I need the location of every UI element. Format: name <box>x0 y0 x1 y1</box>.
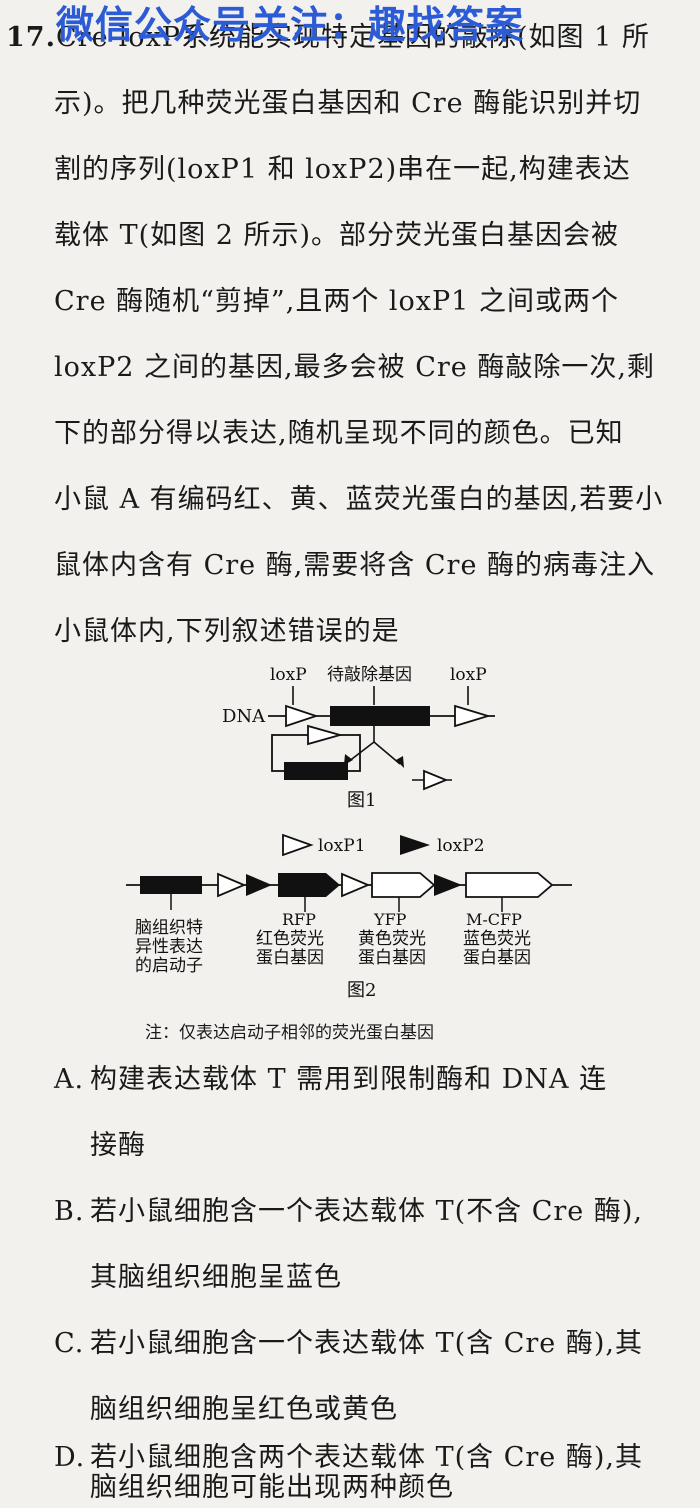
fig2-promoter <box>140 876 202 894</box>
question-number: 17. <box>6 22 56 53</box>
option-text-continued: 接酶 <box>90 1130 146 1161</box>
fig1-loxp-right-label: loxP <box>450 665 487 685</box>
fig2-yfp-name: YFP <box>373 910 407 929</box>
fig2-mcfp-name: M-CFP <box>466 910 522 929</box>
option-text: 若小鼠细胞含两个表达载体 T(含 Cre 酶),其 <box>90 1442 643 1473</box>
option-text: 若小鼠细胞含一个表达载体 T(不含 Cre 酶), <box>90 1196 643 1227</box>
question-text-line: Cre-loxP系统能实现特定基因的敲除(如图 1 所 <box>56 22 650 53</box>
legend-loxp1-label: loxP1 <box>318 836 366 856</box>
option-text: 构建表达载体 T 需用到限制酶和 DNA 连 <box>90 1064 608 1095</box>
question-line-7: 下的部分得以表达,随机呈现不同的颜色。已知 <box>0 414 700 454</box>
fig1-dna-label: DNA <box>222 706 266 727</box>
fig2-loxp2-first <box>246 874 272 896</box>
question-text-line: 载体 T(如图 2 所示)。部分荧光蛋白基因会被 <box>54 220 620 251</box>
fig2-promoter-label-2: 异性表达 <box>135 937 203 957</box>
fig2-caption: 图2 <box>347 980 376 1001</box>
watermark-text: 微信公众号关注：趣找答案 <box>56 3 525 47</box>
option-text-continued: 脑组织细胞可能出现两种颜色 <box>90 1472 454 1503</box>
legend-loxp2-icon <box>400 835 430 855</box>
question-line-2: 示)。把几种荧光蛋白基因和 Cre 酶能识别并切 <box>0 84 700 124</box>
fig1-loxp-right-shape <box>454 704 492 728</box>
question-line-4: 载体 T(如图 2 所示)。部分荧光蛋白基因会被 <box>0 216 700 256</box>
option-text-continued: 脑组织细胞呈红色或黄色 <box>90 1394 398 1425</box>
question-line-6: loxP2 之间的基因,最多会被 Cre 酶敲除一次,剩 <box>0 348 700 388</box>
fig2-rfp-name: RFP <box>282 910 316 929</box>
figure-1: loxP 待敲除基因 loxP DNA 图1 <box>222 665 495 811</box>
fig2-loxp1-second <box>341 872 371 898</box>
legend-loxp2-label: loxP2 <box>437 836 485 856</box>
legend-loxp1-icon <box>282 833 314 857</box>
fig1-remaining-loxp <box>423 769 449 791</box>
question-text-line: loxP2 之间的基因,最多会被 Cre 酶敲除一次,剩 <box>54 352 655 383</box>
fig2-yfp-desc-2: 蛋白基因 <box>358 948 426 968</box>
fig2-promoter-label-1: 脑组织特 <box>135 918 203 938</box>
figure-note: 注：仅表达启动子相邻的荧光蛋白基因 <box>145 1023 434 1043</box>
fig2-yfp-desc-1: 黄色荧光 <box>358 929 426 949</box>
question-line-8: 小鼠 A 有编码红、黄、蓝荧光蛋白的基因,若要小 <box>0 480 700 520</box>
question-text-line: 小鼠体内,下列叙述错误的是 <box>54 616 400 647</box>
fig2-rfp-gene <box>278 873 340 897</box>
option-letter: D. <box>54 1442 86 1473</box>
option-letter: C. <box>54 1328 85 1359</box>
option-text-continued: 其脑组织细胞呈蓝色 <box>90 1262 342 1293</box>
fig1-arrow-right-head <box>396 756 404 768</box>
question-line-10: 小鼠体内,下列叙述错误的是 <box>0 612 700 652</box>
fig2-loxp1-first <box>217 872 247 898</box>
question-text-line: Cre 酶随机“剪掉”,且两个 loxP1 之间或两个 <box>54 286 619 317</box>
fig2-rfp-desc-1: 红色荧光 <box>256 929 324 949</box>
figure-2: loxP1 loxP2 脑组织特 异性表达 的启动子 RFP 红色荧光 蛋白基因… <box>126 833 572 1001</box>
question-text-line: 下的部分得以表达,随机呈现不同的颜色。已知 <box>54 418 624 449</box>
figures-svg: loxP 待敲除基因 loxP DNA 图1 <box>126 665 572 1001</box>
fig2-loxp2-second <box>434 874 462 896</box>
fig2-rfp-desc-2: 蛋白基因 <box>256 948 324 968</box>
fig1-loxp-left-label: loxP <box>270 665 307 685</box>
fig1-arrow-right <box>373 741 401 765</box>
fig1-excised-gene <box>284 762 348 780</box>
fig2-mcfp-desc-2: 蛋白基因 <box>463 948 531 968</box>
option-letter: A. <box>54 1064 85 1095</box>
question-text-line: 小鼠 A 有编码红、黄、蓝荧光蛋白的基因,若要小 <box>54 484 664 515</box>
fig1-caption: 图1 <box>347 790 376 811</box>
option-letter: B. <box>54 1196 85 1227</box>
fig1-target-gene-shape <box>330 706 430 726</box>
question-line-5: Cre 酶随机“剪掉”,且两个 loxP1 之间或两个 <box>0 282 700 322</box>
question-text-line: 割的序列(loxP1 和 loxP2)串在一起,构建表达 <box>54 154 631 185</box>
option-text: 若小鼠细胞含一个表达载体 T(含 Cre 酶),其 <box>90 1328 643 1359</box>
fig1-excised-loxp <box>307 724 344 746</box>
fig2-promoter-label-3: 的启动子 <box>135 956 203 976</box>
fig1-loxp-left-shape <box>285 704 319 728</box>
fig2-yfp-gene <box>371 872 436 898</box>
fig1-arrow-left <box>347 741 375 763</box>
question-text-line: 鼠体内含有 Cre 酶,需要将含 Cre 酶的病毒注入 <box>54 550 655 581</box>
question-line-9: 鼠体内含有 Cre 酶,需要将含 Cre 酶的病毒注入 <box>0 546 700 586</box>
fig2-mcfp-gene <box>465 872 554 898</box>
question-line-1: 17. Cre-loxP系统能实现特定基因的敲除(如图 1 所 <box>0 18 700 58</box>
question-text-line: 示)。把几种荧光蛋白基因和 Cre 酶能识别并切 <box>54 88 642 119</box>
fig1-target-gene-label: 待敲除基因 <box>327 665 412 685</box>
question-line-3: 割的序列(loxP1 和 loxP2)串在一起,构建表达 <box>0 150 700 190</box>
fig2-mcfp-desc-1: 蓝色荧光 <box>463 929 531 949</box>
